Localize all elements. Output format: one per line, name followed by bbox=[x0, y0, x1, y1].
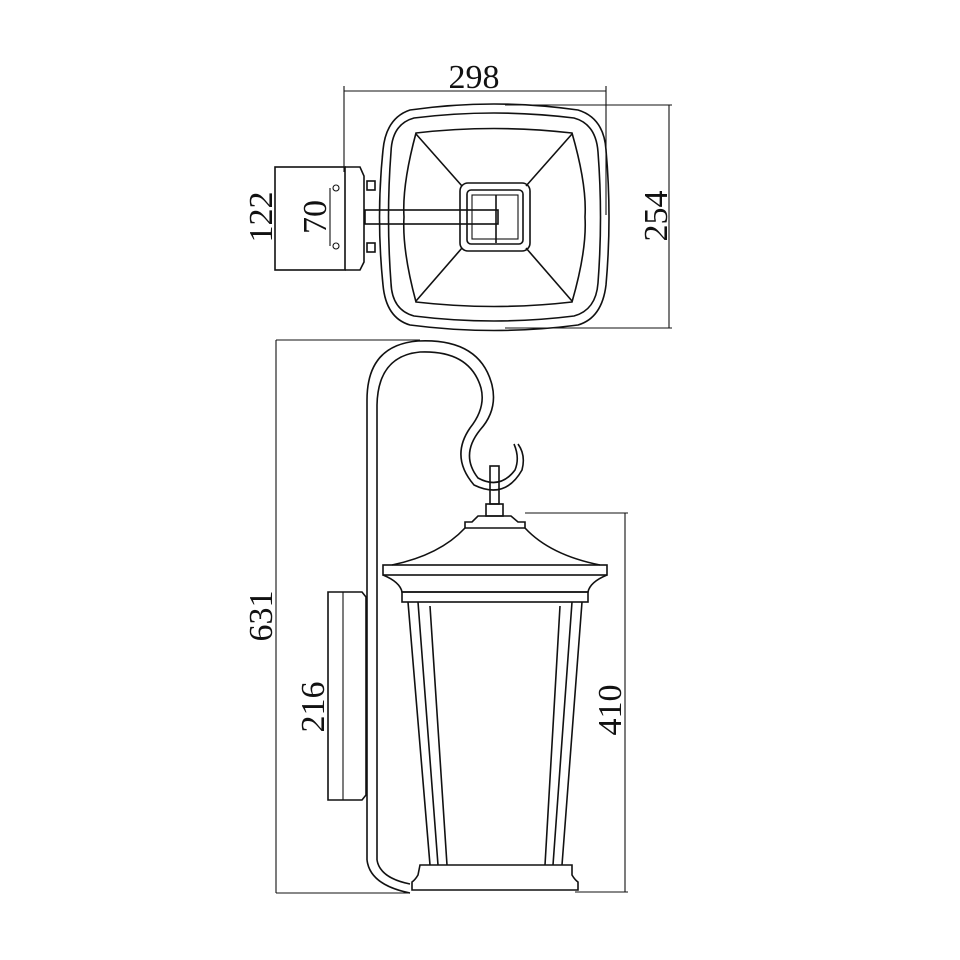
arm-top bbox=[364, 209, 499, 225]
dim-216-label: 216 bbox=[295, 682, 332, 733]
dimension-254: 254 bbox=[505, 104, 675, 329]
hook-arm bbox=[366, 340, 525, 894]
dim-410-label: 410 bbox=[592, 685, 629, 736]
side-view: 631 216 410 bbox=[243, 339, 629, 894]
lantern-side bbox=[382, 465, 608, 891]
dim-298-label: 298 bbox=[449, 59, 500, 96]
dim-122-label: 122 bbox=[243, 192, 280, 243]
wall-plate-top: 122 70 bbox=[243, 166, 376, 271]
lantern-top bbox=[378, 103, 610, 332]
dimension-631: 631 bbox=[243, 339, 420, 894]
wall-plate-side: 216 bbox=[295, 591, 367, 801]
dim-70-label: 70 bbox=[297, 200, 334, 234]
dimension-410: 410 bbox=[525, 512, 629, 893]
dimension-298: 298 bbox=[343, 59, 607, 215]
dim-631-label: 631 bbox=[243, 591, 280, 642]
top-view: 298 254 122 70 bbox=[243, 59, 675, 332]
dim-254-label: 254 bbox=[638, 191, 675, 242]
